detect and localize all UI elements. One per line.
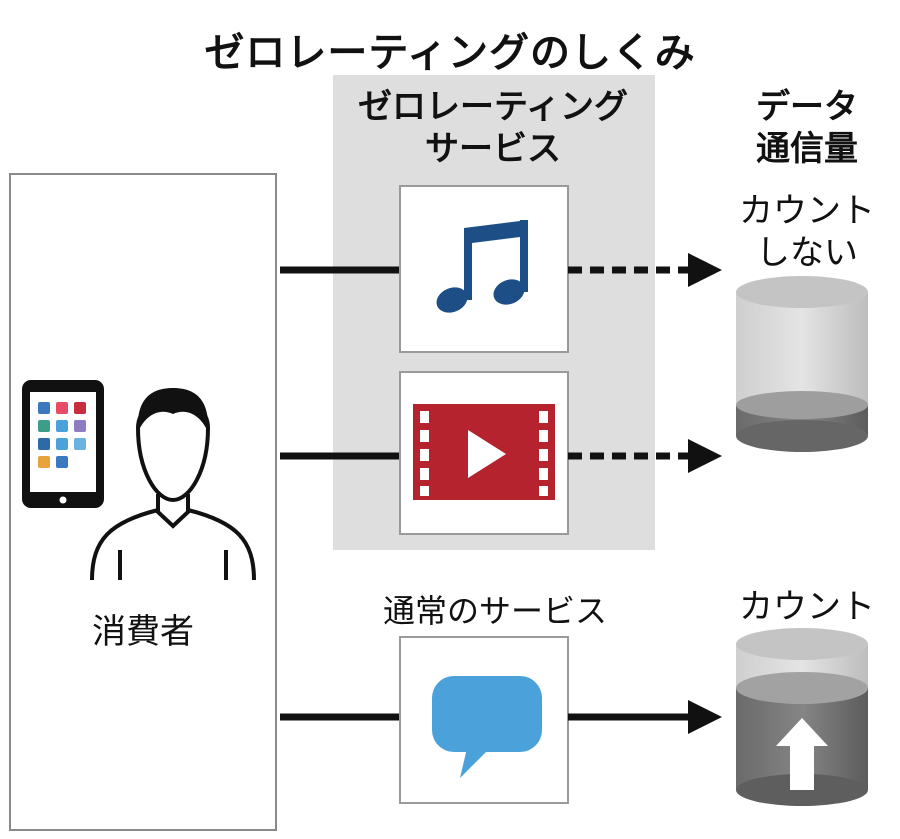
not-counted-label: カウント しない (712, 190, 900, 274)
arrowhead-chat (688, 700, 722, 734)
data-cylinder-not-counted (736, 276, 868, 452)
music-note-icon (436, 220, 528, 313)
chat-bubble-icon (432, 676, 542, 778)
music-service-box (399, 185, 569, 353)
smartphone-icon (22, 380, 104, 508)
zero-rating-service-label: ゼロレーティング サービス (333, 86, 653, 170)
counted-label: カウント (739, 587, 875, 627)
up-arrow-icon (776, 718, 828, 790)
person-icon (90, 388, 256, 581)
arrowhead-music (688, 253, 722, 287)
normal-service-label: 通常のサービス (382, 592, 607, 630)
consumer-label: 消費者 (92, 612, 194, 652)
zero-rating-service-line2: サービス (425, 129, 561, 169)
data-usage-line1: データ (756, 87, 858, 127)
zero-rating-service-line1: ゼロレーティング (358, 87, 628, 127)
data-usage-label: データ 通信量 (712, 86, 900, 170)
not-counted-line1: カウント (739, 191, 875, 231)
arrowhead-video (688, 439, 722, 473)
not-counted-line2: しない (756, 233, 858, 273)
video-play-icon (413, 404, 555, 500)
diagram-title: ゼロレーティングのしくみ (204, 30, 696, 76)
data-usage-line2: 通信量 (756, 129, 858, 169)
